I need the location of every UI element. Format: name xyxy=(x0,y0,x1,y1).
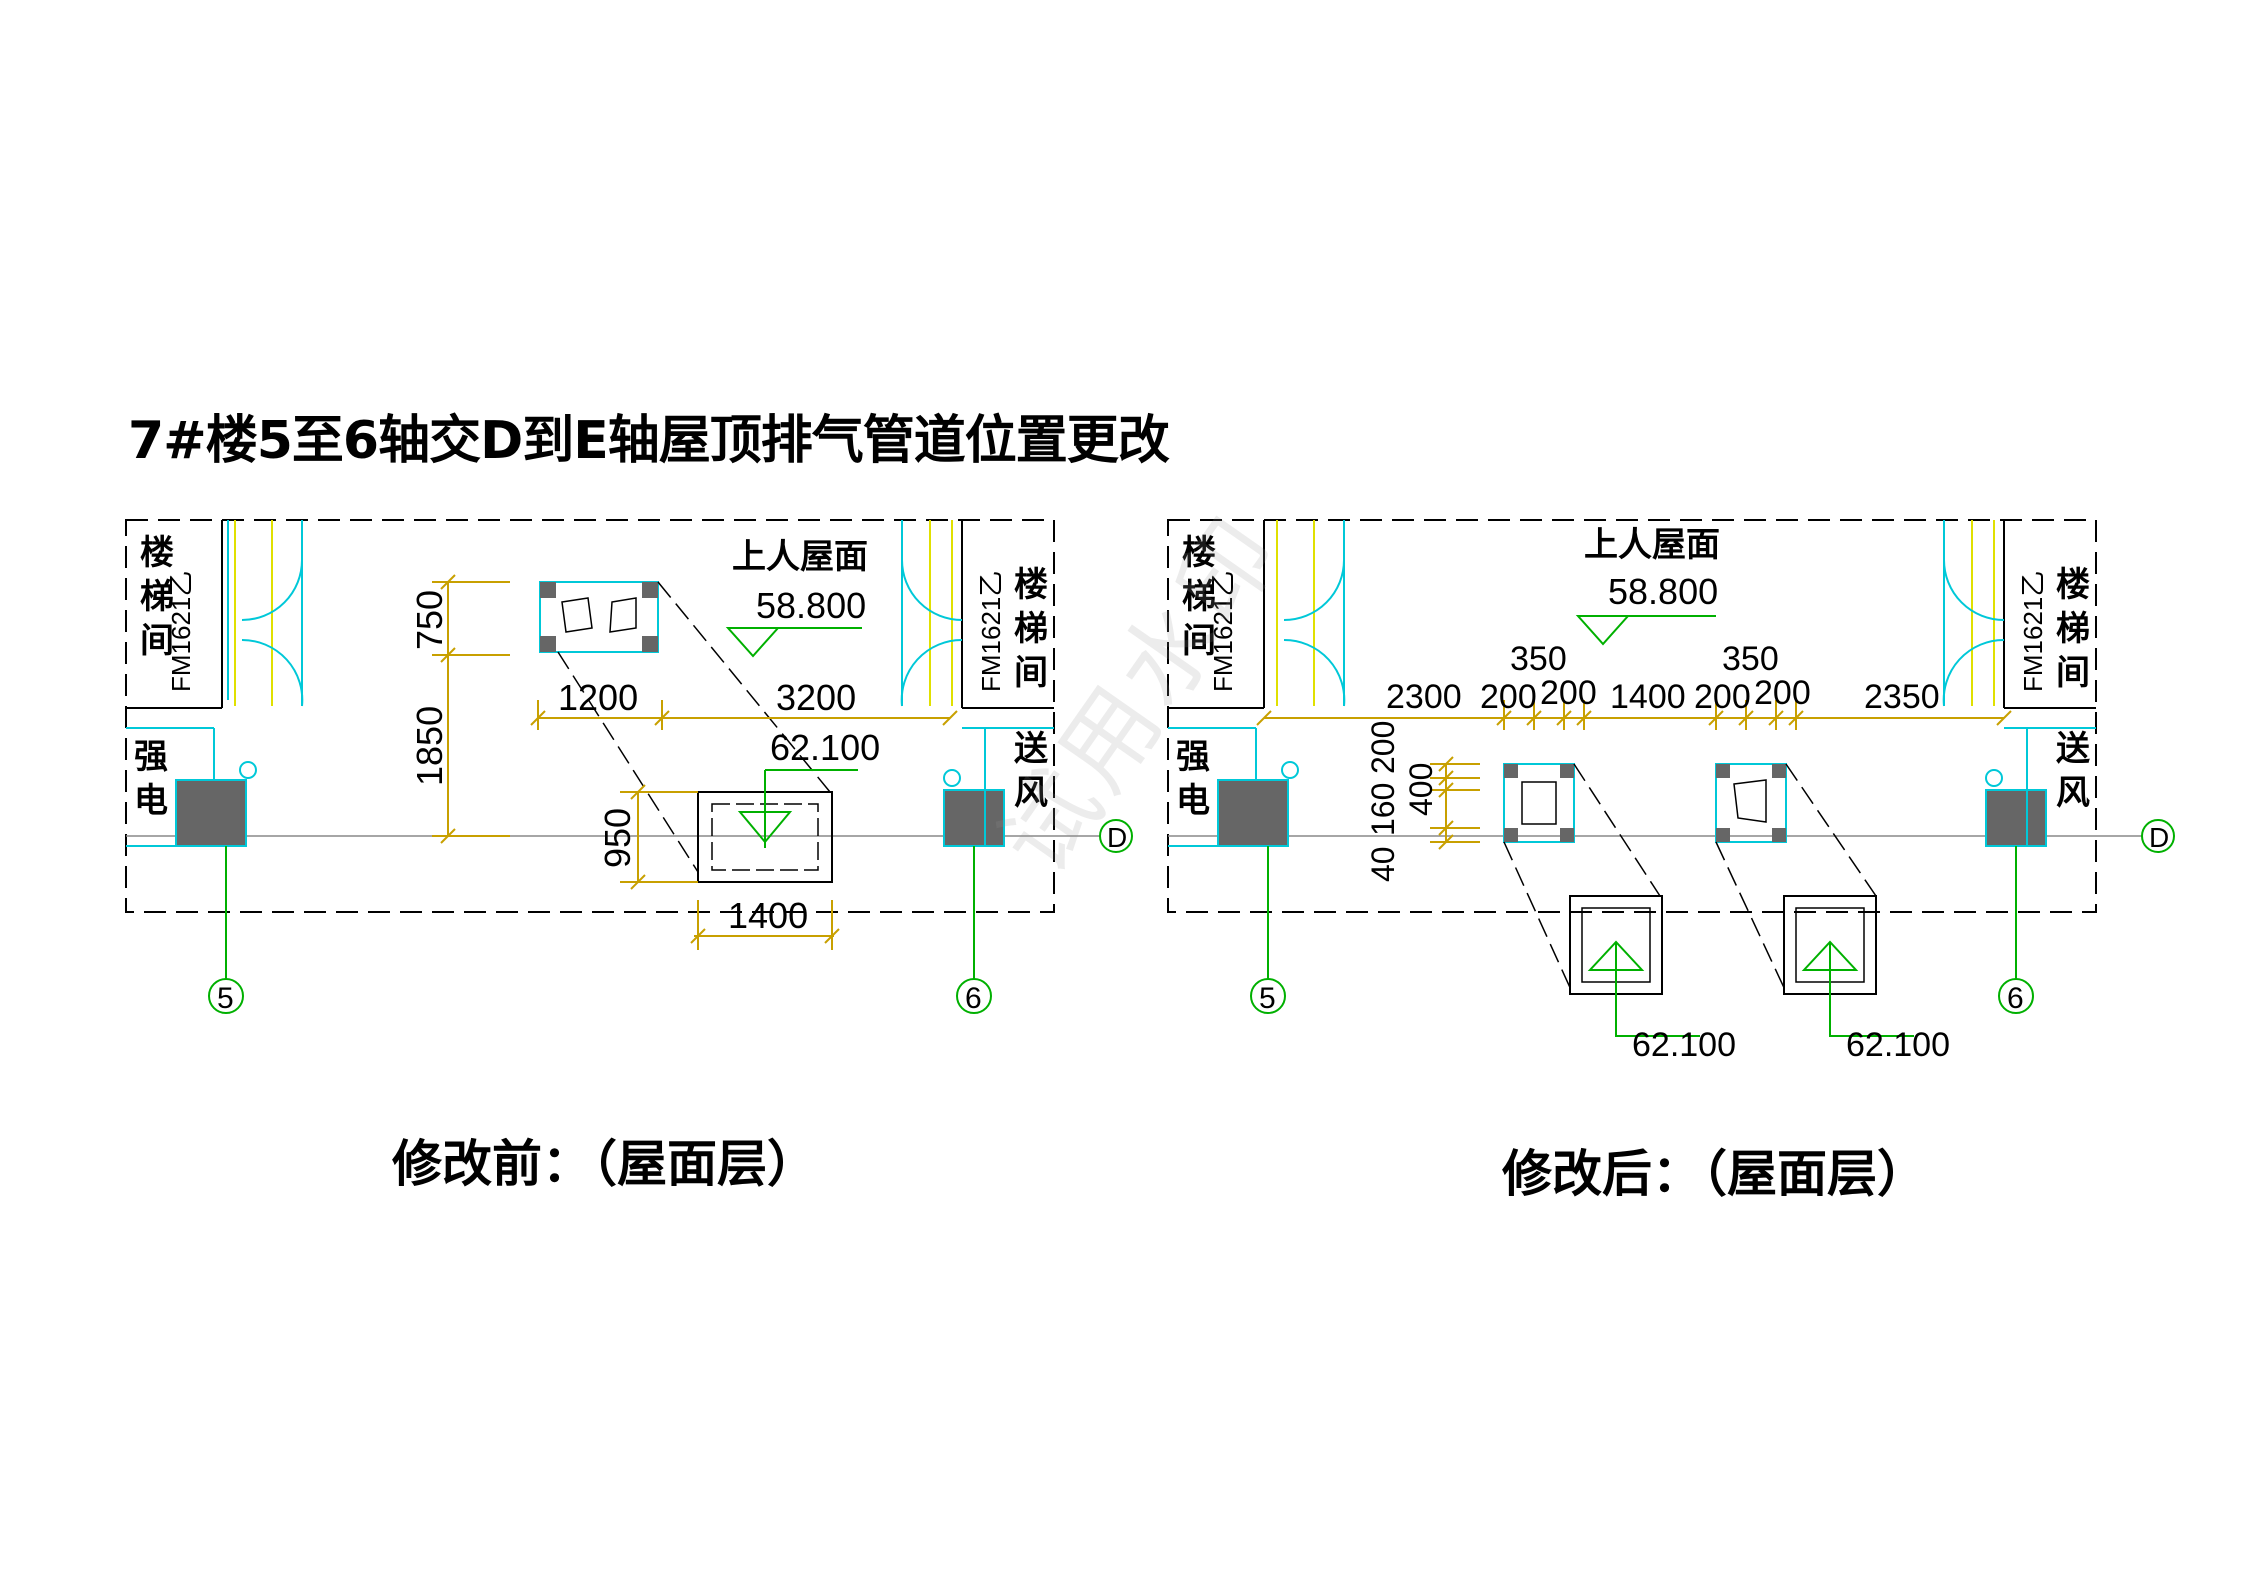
before-axis-6-bubble xyxy=(956,978,992,1014)
after-stair-left-2: 梯 xyxy=(1182,577,1216,617)
before-stair-left-1: 楼 xyxy=(140,533,174,573)
after-dim-200b: 200 xyxy=(1540,674,1597,712)
after-stair-right-2: 梯 xyxy=(2056,609,2090,649)
after-supply-1: 送 xyxy=(2056,729,2090,769)
after-dim-1400: 1400 xyxy=(1610,678,1686,716)
after-dim-2350: 2350 xyxy=(1864,678,1940,716)
after-door-left-label: FM1621乙 xyxy=(1208,571,1238,692)
after-duct2-elev: 62.100 xyxy=(1846,1026,1950,1064)
before-leader-2 xyxy=(557,651,699,873)
before-axis-5-label: 5 xyxy=(217,982,234,1015)
after-dim-200c: 200 xyxy=(1694,678,1751,716)
before-roof-elev-triangle xyxy=(725,627,781,658)
after-dim-350b: 350 xyxy=(1722,640,1779,678)
before-door-swing-right xyxy=(900,559,963,707)
before-electric-2: 电 xyxy=(134,781,168,821)
before-dim-950: 950 xyxy=(597,808,638,868)
after-supply-pipe xyxy=(1985,769,2003,787)
after-electric-2: 电 xyxy=(1176,781,1210,821)
after-duct-box-2 xyxy=(1783,895,1914,1037)
before-roof-boundary xyxy=(125,519,1055,913)
before-dim-1200: 1200 xyxy=(558,677,638,718)
before-stair-right-1: 楼 xyxy=(1014,565,1048,605)
after-dim-v40: 40 xyxy=(1365,846,1401,882)
after-caption: 修改后：（屋面层） xyxy=(1502,1145,1927,1203)
before-supply-1: 送 xyxy=(1014,729,1048,769)
before-axis-6-label: 6 xyxy=(965,982,982,1015)
after-axis-6-label: 6 xyxy=(2007,982,2024,1015)
before-door-left-label: FM1621乙 xyxy=(166,571,196,692)
before-stair-right-3: 间 xyxy=(1014,653,1048,693)
after-duct1-elev: 62.100 xyxy=(1632,1026,1736,1064)
after-leader-1a xyxy=(1573,763,1661,897)
before-stair-right-2: 梯 xyxy=(1014,609,1048,649)
after-roof-elev: 58.800 xyxy=(1608,571,1718,612)
before-axis-5-bubble xyxy=(208,978,244,1014)
before-electric-1: 强 xyxy=(134,737,168,777)
after-dim-200a: 200 xyxy=(1480,678,1537,716)
after-dim-350a: 350 xyxy=(1510,640,1567,678)
after-dim-200d: 200 xyxy=(1754,674,1811,712)
after-column-6 xyxy=(1985,789,2047,847)
before-stair-left-2: 梯 xyxy=(140,577,174,617)
before-leader-1 xyxy=(657,581,831,793)
before-duct-triangle xyxy=(737,811,793,848)
after-roof-label: 上人屋面 xyxy=(1584,525,1720,565)
after-leader-2a xyxy=(1785,763,1877,897)
after-leader-2b xyxy=(1715,841,1787,993)
after-axis-5-bubble xyxy=(1250,978,1286,1014)
after-dim-v400: 400 xyxy=(1403,763,1439,816)
before-dim-3200: 3200 xyxy=(776,677,856,718)
before-dim-1400: 1400 xyxy=(728,895,808,936)
after-stair-right-3: 间 xyxy=(2056,653,2090,693)
before-roof-label: 上人屋面 xyxy=(732,537,868,577)
after-electric-1: 强 xyxy=(1176,737,1210,777)
before-stair-left-3: 间 xyxy=(140,621,174,661)
before-dim-750: 750 xyxy=(409,590,450,650)
page-title: 7#楼5至6轴交D到E轴屋顶排气管道位置更改 xyxy=(128,411,1170,471)
after-vent-2 xyxy=(1715,763,1787,843)
before-axis-d-label: D xyxy=(1107,822,1127,853)
before-axis-d-bubble xyxy=(1099,819,1133,853)
after-dim-2300: 2300 xyxy=(1386,678,1462,716)
before-plan: 楼 梯 间 FM1621乙 楼 梯 间 FM1621乙 强 电 送 风 上人屋面… xyxy=(125,519,1133,1015)
after-pipe-circle xyxy=(1281,761,1299,779)
after-axis-d-label: D xyxy=(2149,822,2169,853)
after-stair-left-3: 间 xyxy=(1182,621,1216,661)
before-supply-2: 风 xyxy=(1014,773,1048,813)
before-supply-pipe xyxy=(943,769,961,787)
after-door-right-label: FM1621乙 xyxy=(2018,571,2048,692)
before-column-5 xyxy=(175,779,247,847)
before-pipe-circle xyxy=(239,761,257,779)
after-door-swing-right xyxy=(1942,559,2005,707)
after-stair-right-1: 楼 xyxy=(2056,565,2090,605)
after-stair-left-1: 楼 xyxy=(1182,533,1216,573)
after-roof-boundary xyxy=(1167,519,2097,913)
after-plan: 楼 梯 间 FM1621乙 楼 梯 间 FM1621乙 强 电 送 风 上人屋面… xyxy=(1167,519,2175,1064)
after-axis-5-label: 5 xyxy=(1259,982,1276,1015)
before-roof-elev: 58.800 xyxy=(756,585,866,626)
after-dim-v200: 200 xyxy=(1365,721,1401,774)
after-dimensions xyxy=(1256,700,2012,850)
after-duct-box-1 xyxy=(1569,895,1700,1037)
before-dimensions xyxy=(432,574,958,950)
before-dim-1850: 1850 xyxy=(409,706,450,786)
before-caption: 修改前：（屋面层） xyxy=(392,1135,817,1193)
after-leader-1b xyxy=(1503,841,1573,993)
after-dim-v160: 160 xyxy=(1365,783,1401,836)
after-roof-elev-triangle xyxy=(1575,615,1631,646)
after-vent-1 xyxy=(1503,763,1575,843)
after-axis-6-bubble xyxy=(1998,978,2034,1014)
before-door-right-label: FM1621乙 xyxy=(976,571,1006,692)
after-door-swing-left xyxy=(1283,559,1346,707)
before-duct-elev: 62.100 xyxy=(770,727,880,768)
after-column-5 xyxy=(1217,779,1289,847)
after-axis-d-bubble xyxy=(2141,819,2175,853)
before-old-vent xyxy=(539,581,659,653)
after-supply-2: 风 xyxy=(2056,773,2090,813)
